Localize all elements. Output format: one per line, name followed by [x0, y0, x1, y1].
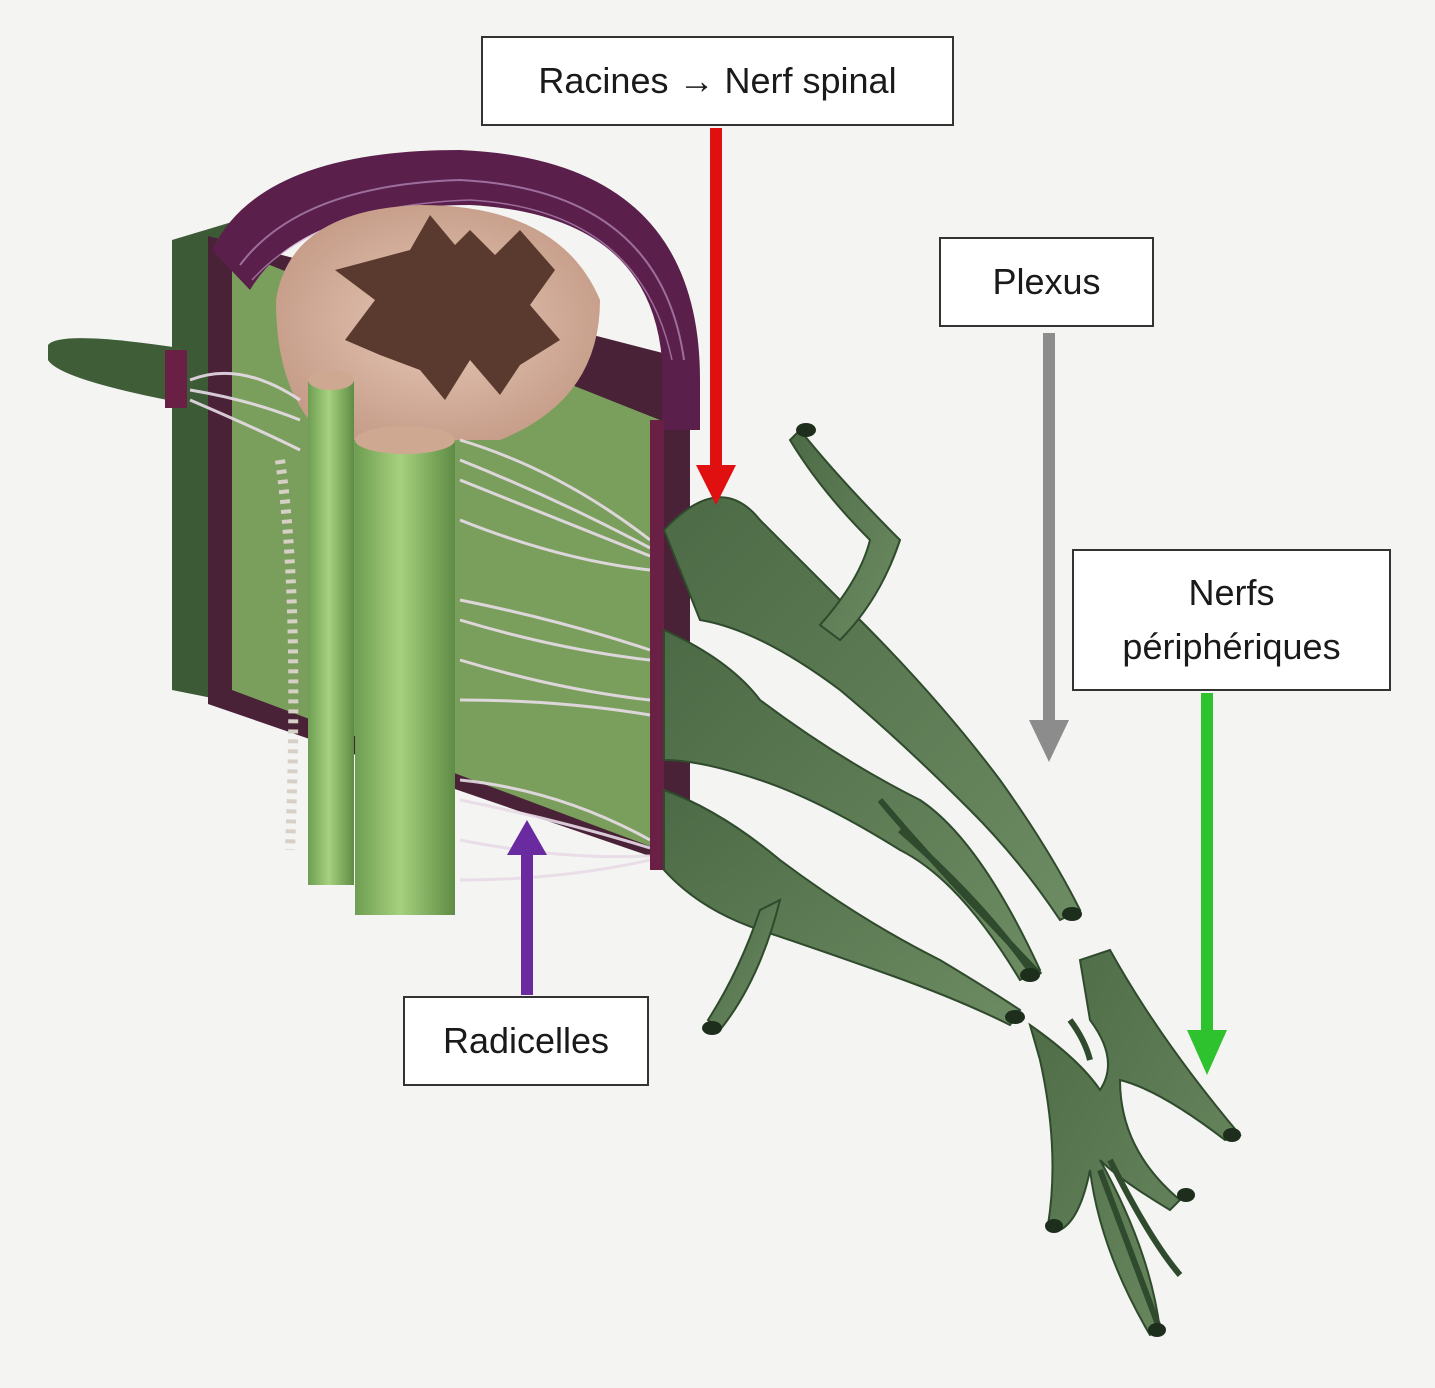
rootlets [189, 371, 651, 882]
label-racines-part2: Nerf spinal [724, 60, 897, 101]
arrow-plexus-grey [1029, 333, 1069, 762]
arrow-racines-red [696, 128, 736, 505]
label-radicelles: Radicelles [403, 996, 649, 1086]
label-nerfs-line2: périphériques [1122, 626, 1341, 667]
meninges-arch [212, 150, 700, 430]
nerve-dark-fibers [877, 798, 1183, 1332]
arrow-radicelles-purple [507, 820, 547, 995]
spinal-cord-section [276, 205, 600, 440]
label-racines-nerf-spinal: Racines → Nerf spinal [481, 36, 954, 126]
filum-cone [48, 338, 188, 408]
label-nerfs-line1: Nerfs [1188, 572, 1275, 613]
arrow-nerfs-green [1187, 693, 1227, 1075]
right-arrow-icon: → [678, 60, 715, 101]
label-racines-part1: Racines [538, 60, 669, 101]
label-plexus-text: Plexus [992, 261, 1101, 302]
label-plexus: Plexus [939, 237, 1154, 327]
cord-columns [275, 370, 455, 915]
label-racines-text: Racines → Nerf spinal [538, 54, 896, 108]
label-radicelles-text: Radicelles [442, 1020, 610, 1061]
label-nerfs-peripheriques: Nerfs périphériques [1072, 549, 1391, 691]
dural-sleeve [650, 420, 664, 870]
nerve-cut-ends [702, 423, 1241, 1337]
